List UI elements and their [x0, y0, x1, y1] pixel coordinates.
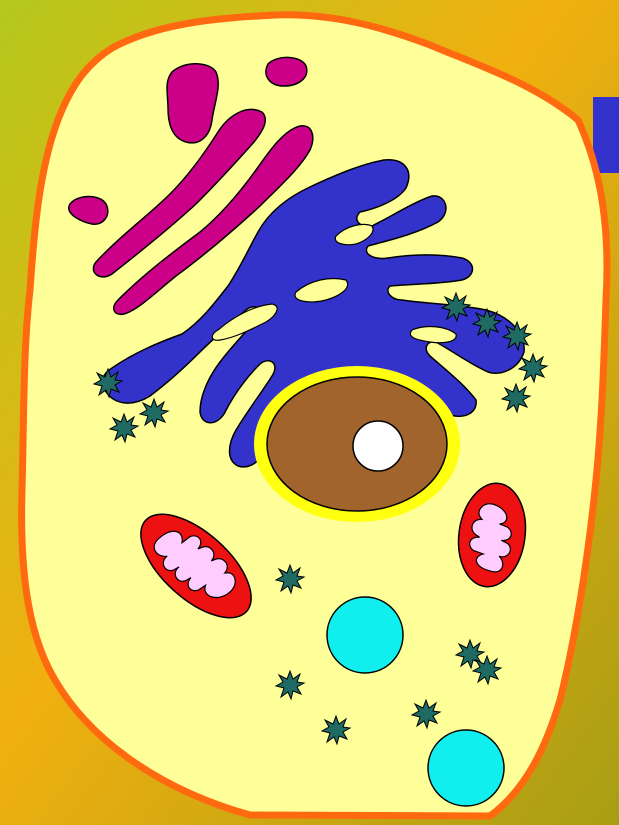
vacuole	[327, 597, 403, 673]
vacuole	[428, 730, 504, 806]
golgi-vesicle	[266, 57, 307, 86]
nucleolus	[353, 421, 403, 471]
nucleus	[254, 366, 460, 522]
